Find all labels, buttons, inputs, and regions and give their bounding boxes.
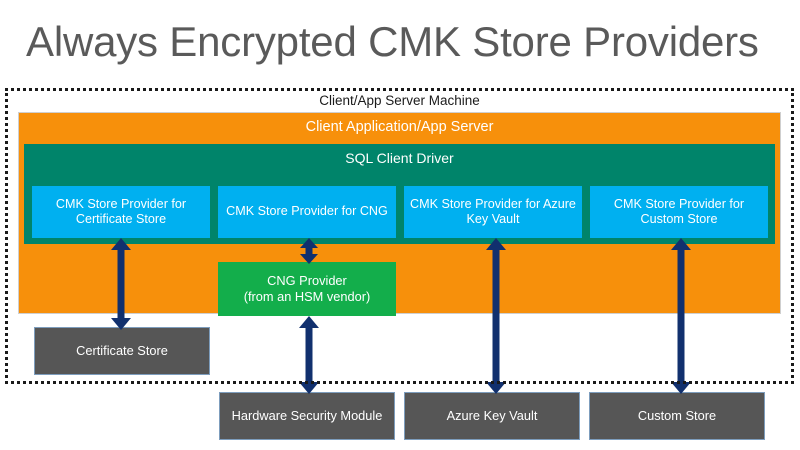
cmk-provider-custom-store: CMK Store Provider for Custom Store (590, 186, 768, 238)
arrow-custom-store (671, 238, 691, 394)
client-application-label: Client Application/App Server (305, 119, 494, 135)
sql-client-driver-label: SQL Client Driver (345, 150, 454, 166)
cmk-provider-cng: CMK Store Provider for CNG (218, 186, 396, 238)
machine-boundary-label: Client/App Server Machine (319, 93, 480, 108)
store-hardware-security-module: Hardware Security Module (219, 392, 395, 440)
cng-provider-line2: (from an HSM vendor) (243, 289, 371, 304)
cng-provider-box: CNG Provider (from an HSM vendor) (218, 262, 396, 316)
store-label: Azure Key Vault (446, 408, 538, 424)
store-label: Hardware Security Module (231, 408, 383, 424)
store-certificate-store: Certificate Store (34, 327, 210, 375)
cmk-provider-certificate-store: CMK Store Provider for Certificate Store (32, 186, 210, 238)
cmk-provider-label: CMK Store Provider for Azure Key Vault (410, 196, 576, 226)
client-app-server-machine-boundary (5, 88, 794, 384)
arrow-cmk-cng-to-cng-provider (300, 238, 318, 264)
cmk-provider-label: CMK Store Provider for Custom Store (613, 196, 745, 226)
store-custom-store: Custom Store (589, 392, 765, 440)
cng-provider-label: CNG Provider (from an HSM vendor) (244, 273, 371, 304)
page-title: Always Encrypted CMK Store Providers (26, 18, 759, 65)
store-label: Certificate Store (76, 343, 168, 359)
store-label: Custom Store (637, 408, 717, 424)
store-azure-key-vault: Azure Key Vault (404, 392, 580, 440)
cmk-provider-label: CMK Store Provider for Certificate Store (55, 196, 187, 226)
arrow-cng-provider-to-hsm (299, 316, 319, 394)
cmk-provider-label: CMK Store Provider for CNG (226, 204, 388, 219)
arrow-certificate-store (111, 238, 131, 330)
arrow-azure-key-vault (486, 238, 506, 394)
cng-provider-line1: CNG Provider (267, 273, 347, 289)
cmk-provider-azure-key-vault: CMK Store Provider for Azure Key Vault (404, 186, 582, 238)
